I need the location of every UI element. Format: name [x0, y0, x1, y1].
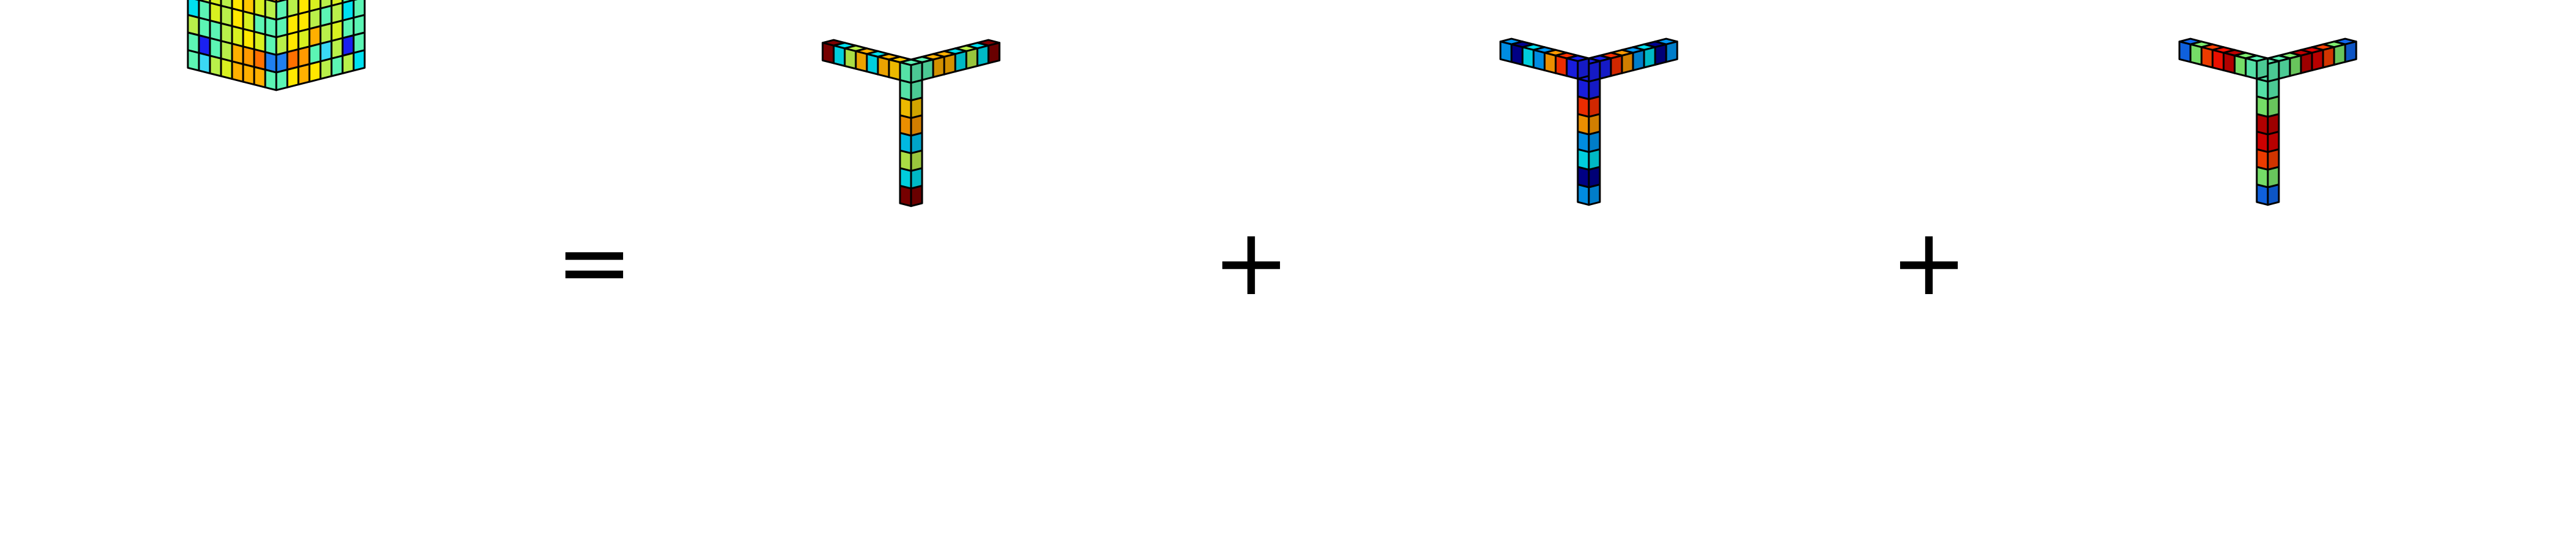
left-arm-cell-right [2322, 46, 2335, 69]
cube-left-cell [231, 60, 244, 83]
right-arm-cell-right [910, 61, 923, 84]
right-arm-cell-left [1543, 52, 1557, 74]
right-arm-cell-left [2244, 57, 2258, 80]
left-arm-cell-right [1599, 57, 1612, 80]
right-arm-cell-left [844, 47, 857, 70]
cube-right-cell [275, 69, 289, 91]
left-arm-cell-right [2344, 41, 2357, 63]
plus-sign-1: + [1212, 209, 1290, 316]
cube-right-cell [352, 49, 366, 72]
right-arm-cell-left [821, 42, 835, 64]
cube-right-cell [286, 66, 300, 88]
cube-right-cell [330, 55, 344, 77]
right-arm-cell-left [2189, 43, 2203, 66]
right-arm-cell-left [1499, 41, 1513, 63]
right-arm-cell-left [1565, 57, 1579, 80]
right-arm-cell-left [2222, 52, 2236, 74]
cube-right-cell [341, 52, 355, 74]
left-arm-cell-right [1643, 46, 1656, 69]
right-arm-cell-left [888, 58, 901, 81]
left-arm-cell-right [2267, 60, 2280, 83]
left-arm-cell-right [954, 50, 968, 73]
left-arm-cell-right [2311, 49, 2324, 72]
cube-left-cell [209, 55, 222, 77]
left-arm-cell-right [1588, 60, 1601, 83]
left-arm-cell-right [1610, 55, 1623, 77]
right-arm-cell-left [1510, 43, 1524, 66]
cube-left-cell [253, 66, 266, 88]
cube-right-cell [308, 60, 322, 83]
tensor-cube [187, 0, 366, 91]
cube-right-cell [297, 63, 311, 86]
left-arm-cell-right [943, 53, 956, 76]
cube-right-cell [319, 57, 333, 80]
right-arm-cell-left [2233, 55, 2247, 77]
left-arm-cell-right [987, 42, 1001, 64]
left-arm-cell-right [2300, 52, 2313, 74]
right-arm-cell-left [1521, 46, 1535, 69]
right-arm-cell-left [877, 56, 890, 79]
cube-left-cell [220, 57, 233, 80]
rank-one-triad-1 [821, 39, 1001, 208]
equals-sign: = [556, 209, 633, 316]
left-arm-cell-right [2278, 57, 2291, 80]
left-arm-cell-right [2333, 43, 2346, 66]
left-arm-cell-right [921, 58, 934, 81]
right-arm-cell-left [832, 44, 846, 67]
left-arm-cell-right [1632, 49, 1645, 72]
right-arm-cell-left [2211, 49, 2225, 72]
cube-left-cell [264, 69, 277, 91]
left-arm-cell-right [1665, 41, 1678, 63]
right-arm-cell-left [899, 61, 912, 84]
right-arm-cell-left [855, 50, 868, 73]
right-arm-cell-left [866, 53, 879, 76]
cube-left-cell [198, 52, 211, 74]
right-arm-cell-left [1554, 55, 1568, 77]
left-arm-cell-right [976, 44, 990, 67]
right-arm-cell-right [2256, 57, 2269, 80]
right-arm-cell-left [2178, 41, 2192, 63]
right-arm-cell-left [1532, 49, 1546, 72]
cube-left-cell [187, 49, 200, 72]
right-arm-cell-right [1577, 57, 1590, 80]
left-arm-cell-right [932, 56, 945, 79]
plus-sign-2: + [1890, 209, 1968, 316]
rank-one-triad-2 [1499, 37, 1678, 206]
right-arm-cell-left [2200, 46, 2214, 69]
rank-one-triad-3 [2178, 37, 2357, 206]
left-arm-cell-right [2289, 55, 2302, 77]
left-arm-cell-right [965, 47, 979, 70]
left-arm-cell-right [1621, 52, 1634, 74]
left-arm-cell-right [1654, 43, 1667, 66]
cube-left-cell [242, 63, 255, 86]
